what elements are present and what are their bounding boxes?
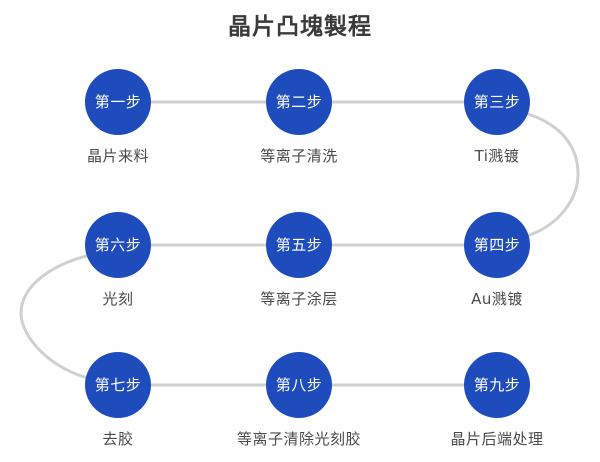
- step-badge-7: 第七步: [85, 352, 151, 418]
- step-label-3: Ti溅镀: [474, 147, 520, 165]
- step-label-6: 光刻: [102, 290, 134, 308]
- step-label-5: 等离子涂层: [260, 290, 338, 308]
- connector-step6-step7: [19, 253, 93, 381]
- step-badge-3: 第三步: [464, 69, 530, 135]
- step-badge-2: 第二步: [266, 69, 332, 135]
- step-badge-1: 第一步: [85, 69, 151, 135]
- step-badge-6: 第六步: [85, 212, 151, 278]
- step-label-7: 去胶: [102, 430, 134, 448]
- step-label-2: 等离子清洗: [260, 147, 338, 165]
- step-label-4: Au溅镀: [471, 290, 523, 308]
- step-badge-8: 第八步: [266, 352, 332, 418]
- step-badge-9: 第九步: [464, 352, 530, 418]
- step-badge-5: 第五步: [266, 212, 332, 278]
- step-badge-4: 第四步: [464, 212, 530, 278]
- connector-step3-step4: [523, 111, 580, 239]
- step-label-9: 晶片后端处理: [450, 430, 544, 448]
- step-label-1: 晶片来料: [86, 147, 149, 165]
- page-title: 晶片凸塊製程: [228, 14, 372, 40]
- step-label-8: 等离子清除光刻胶: [236, 430, 361, 448]
